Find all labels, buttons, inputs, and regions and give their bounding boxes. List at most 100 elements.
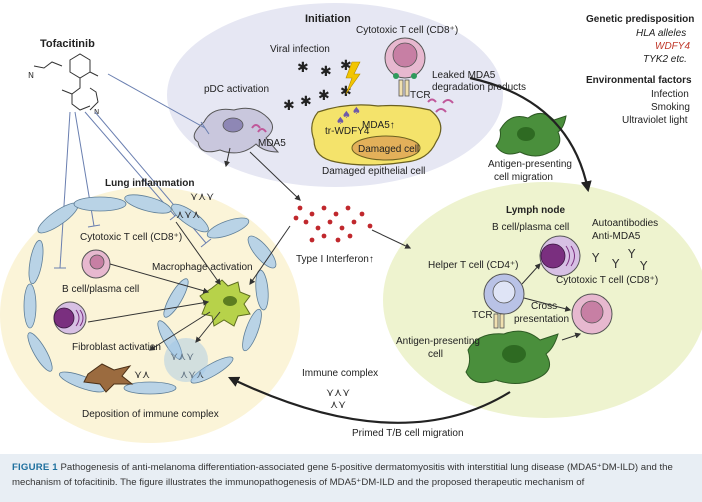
lymph-title: Lymph node	[506, 205, 566, 216]
ifn-arrows	[224, 147, 412, 285]
env-title: Environmental factors	[586, 75, 692, 86]
figure-caption: FIGURE 1 Pathogenesis of anti-melanoma d…	[0, 454, 702, 502]
leaked-mda5-line1: Leaked MDA5	[432, 70, 496, 81]
svg-text:✱: ✱	[300, 94, 312, 110]
arrow-initiation-to-lymph	[469, 76, 592, 193]
tcr-ln-icon	[493, 313, 505, 329]
damaged-nucleus-icon	[351, 135, 421, 161]
svg-text:♠: ♠	[352, 106, 361, 117]
svg-text:⋎⋏: ⋎⋏	[134, 368, 150, 381]
hla-label: HLA alleles	[636, 28, 686, 39]
svg-text:✱: ✱	[283, 98, 295, 114]
pdc-nucleus-icon	[222, 117, 244, 133]
svg-text:✱: ✱	[320, 64, 332, 80]
ctl-top-cell-icon	[384, 37, 426, 79]
tofacitinib-title: Tofacitinib	[40, 38, 95, 50]
svg-text:⋎⋏⋎: ⋎⋏⋎	[326, 386, 350, 399]
svg-text:♠: ♠	[336, 116, 345, 127]
svg-text:✱: ✱	[297, 60, 309, 76]
svg-text:✱: ✱	[340, 84, 352, 100]
tcr-top-label: TCR	[410, 90, 431, 101]
apc-ln-line2: cell	[428, 349, 443, 360]
viral-infection-label: Viral infection	[270, 44, 330, 55]
svg-text:N: N	[94, 108, 99, 116]
b-cell-ln-icon	[539, 235, 581, 277]
helper-t-cell-icon	[483, 273, 525, 315]
ctl-lung-label: Cytotoxic T cell (CD8⁺)	[80, 232, 182, 243]
pathogenesis-diagram: Initiation Viral infection ✱✱✱ ✱✱✱ ✱✱ Cy…	[0, 3, 702, 443]
anti-mda5-label: Anti-MDA5	[592, 231, 641, 242]
mda5-receptor-icon	[251, 124, 267, 133]
fibroblast-cell-icon	[83, 363, 134, 393]
caption-text: Pathogenesis of anti-melanoma differenti…	[12, 462, 673, 488]
deposition-label: Deposition of immune complex	[82, 409, 219, 420]
type1-interferon-dots	[293, 205, 373, 243]
apc-ln-line1: Antigen-presenting	[396, 336, 480, 347]
immune-complex-icon: ⋎⋏⋎⋏⋎	[326, 386, 350, 411]
mda5-fragments-icon	[427, 98, 454, 113]
svg-text:✱: ✱	[318, 88, 330, 104]
svg-text:⋎⋏⋎: ⋎⋏⋎	[190, 190, 214, 203]
lung-title: Lung inflammation	[105, 178, 194, 189]
b-cell-ln-label: B cell/plasma cell	[492, 222, 569, 233]
ctl-top-label: Cytotoxic T cell (CD8⁺)	[356, 25, 458, 36]
tofacitinib-structure-icon: N N	[28, 53, 99, 116]
b-cell-lung-icon	[53, 301, 87, 335]
autoantibodies-label: Autoantibodies	[592, 218, 658, 229]
initiation-title: Initiation	[305, 13, 351, 25]
ctl-ln-cell-icon	[571, 293, 613, 335]
lightning-icon	[345, 61, 361, 95]
macrophage-label: Macrophage activation	[152, 262, 253, 273]
svg-text:✱: ✱	[340, 58, 352, 74]
svg-text:Y: Y	[627, 247, 636, 261]
mda5-up-label: MDA5↑	[362, 120, 395, 131]
macrophage-nucleus-icon	[223, 296, 237, 306]
svg-text:⋏⋎⋏: ⋏⋎⋏	[176, 208, 200, 221]
alveolar-walls-icon	[23, 194, 277, 395]
env-uv-label: Ultraviolet light	[622, 115, 688, 126]
apc-migration-line1: Antigen-presenting	[488, 159, 572, 170]
tcr-top-icon	[398, 79, 410, 97]
cross-line1: Cross	[531, 301, 557, 312]
lung-immune-complexes-icon: ⋎⋏⋎ ⋏⋎⋏ ⋎⋏⋎ ⋏⋎⋏ ⋎⋏	[134, 190, 214, 381]
leaked-mda5-line2: degradation products	[432, 82, 526, 93]
damaged-epithelial-label: Damaged epithelial cell	[322, 166, 425, 177]
genetic-title: Genetic predisposition	[586, 14, 694, 25]
apc-migration-line2: cell migration	[494, 172, 553, 183]
env-smoking-label: Smoking	[651, 102, 690, 113]
lymph-node-region	[383, 182, 702, 418]
mda5-left-label: MDA5	[258, 138, 286, 149]
arrow-lymph-to-lung	[228, 376, 511, 424]
pdc-activation-label: pDC activation	[204, 84, 269, 95]
type1-ifn-label: Type I Interferon↑	[296, 254, 374, 265]
damaged-cell-label: Damaged cell	[358, 144, 419, 155]
cross-line2: presentation	[514, 314, 569, 325]
ctl-ln-label: Cytotoxic T cell (CD8⁺)	[556, 275, 658, 286]
immune-complex-label: Immune complex	[302, 368, 378, 379]
apc-migrating-nucleus-icon	[517, 127, 535, 141]
env-infection-label: Infection	[651, 89, 689, 100]
tyk2-label: TYK2 etc.	[643, 54, 687, 65]
deposition-highlight	[164, 338, 208, 382]
lymph-arrows	[521, 263, 582, 341]
svg-text:Y: Y	[639, 259, 648, 273]
caption-lead: FIGURE 1	[12, 462, 58, 473]
tr-wdfy4-label: tr-WDFY4	[325, 126, 370, 137]
svg-text:⋏⋎⋏: ⋏⋎⋏	[180, 368, 204, 381]
primed-migration-label: Primed T/B cell migration	[352, 428, 464, 439]
tcr-ln-label: TCR	[472, 310, 493, 321]
svg-text:♠: ♠	[342, 110, 351, 121]
apc-ln-nucleus-icon	[502, 345, 526, 363]
ctl-lung-cell-icon	[81, 249, 111, 279]
mda5-inside-cell-icon: ♠♠♠	[336, 106, 361, 127]
b-cell-lung-label: B cell/plasma cell	[62, 284, 139, 295]
svg-text:N: N	[28, 71, 34, 80]
fibroblast-label: Fibroblast activation	[72, 342, 161, 353]
svg-text:⋏⋎: ⋏⋎	[330, 398, 346, 411]
svg-text:Y: Y	[611, 257, 620, 271]
svg-text:Y: Y	[591, 251, 600, 265]
svg-text:⋎⋏⋎: ⋎⋏⋎	[170, 350, 194, 363]
helper-t-label: Helper T cell (CD4⁺)	[428, 260, 519, 271]
tofacitinib-inhibition-lines	[54, 73, 212, 269]
